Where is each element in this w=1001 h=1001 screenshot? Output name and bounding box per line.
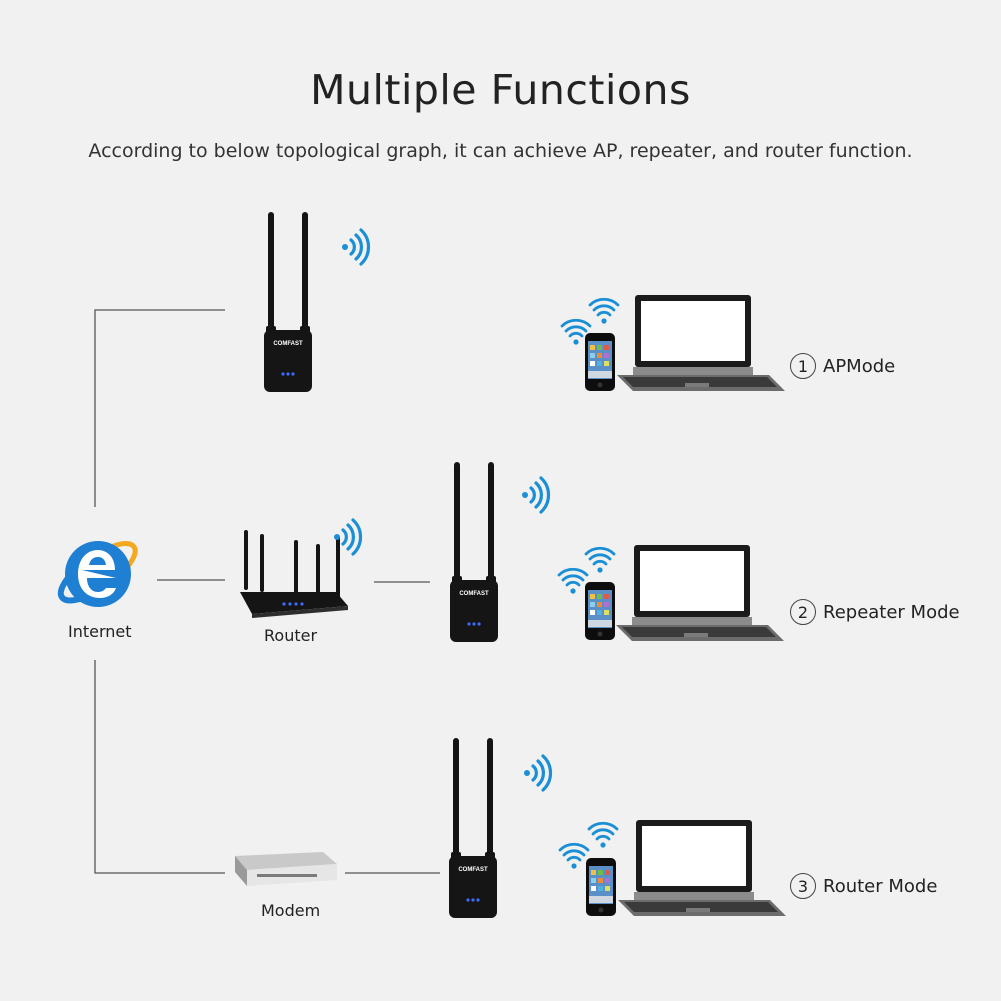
mode-repeater: 2 Repeater Mode (790, 599, 960, 625)
connector-lines (94, 309, 440, 874)
wifi-icon (522, 754, 553, 792)
extender-router (449, 738, 497, 918)
mode-ap: 1 APMode (790, 353, 895, 379)
router-label: Router (264, 626, 318, 645)
phone-icon (585, 582, 615, 640)
mode-number: 2 (790, 599, 816, 625)
wifi-icon (557, 567, 589, 595)
router-device (240, 530, 348, 618)
laptop-icon (616, 545, 784, 641)
wifi-icon (520, 476, 551, 514)
internet-icon (57, 540, 139, 607)
client-group-router (558, 820, 786, 916)
mode-number: 3 (790, 873, 816, 899)
mode-label: Repeater Mode (823, 601, 960, 623)
client-group-ap (560, 295, 785, 391)
mode-router: 3 Router Mode (790, 873, 937, 899)
page-subtitle: According to below topological graph, it… (88, 140, 913, 162)
laptop-icon (618, 820, 786, 916)
phone-icon (585, 333, 615, 391)
phone-icon (586, 858, 616, 916)
internet-label: Internet (68, 622, 132, 641)
wifi-icon (588, 297, 620, 326)
modem-device (235, 852, 337, 886)
mode-number: 1 (790, 353, 816, 379)
mode-label: Router Mode (823, 875, 938, 897)
wifi-icon (584, 546, 616, 574)
mode-label: APMode (823, 355, 896, 377)
wifi-icon (558, 842, 590, 870)
page-title: Multiple Functions (310, 66, 691, 114)
extender-ap (264, 212, 312, 392)
laptop-icon (617, 295, 785, 391)
modem-label: Modem (261, 901, 321, 920)
wifi-icon (587, 821, 619, 849)
client-group-repeater (557, 545, 784, 641)
wifi-icon (340, 228, 371, 266)
extender-repeater (450, 462, 498, 642)
